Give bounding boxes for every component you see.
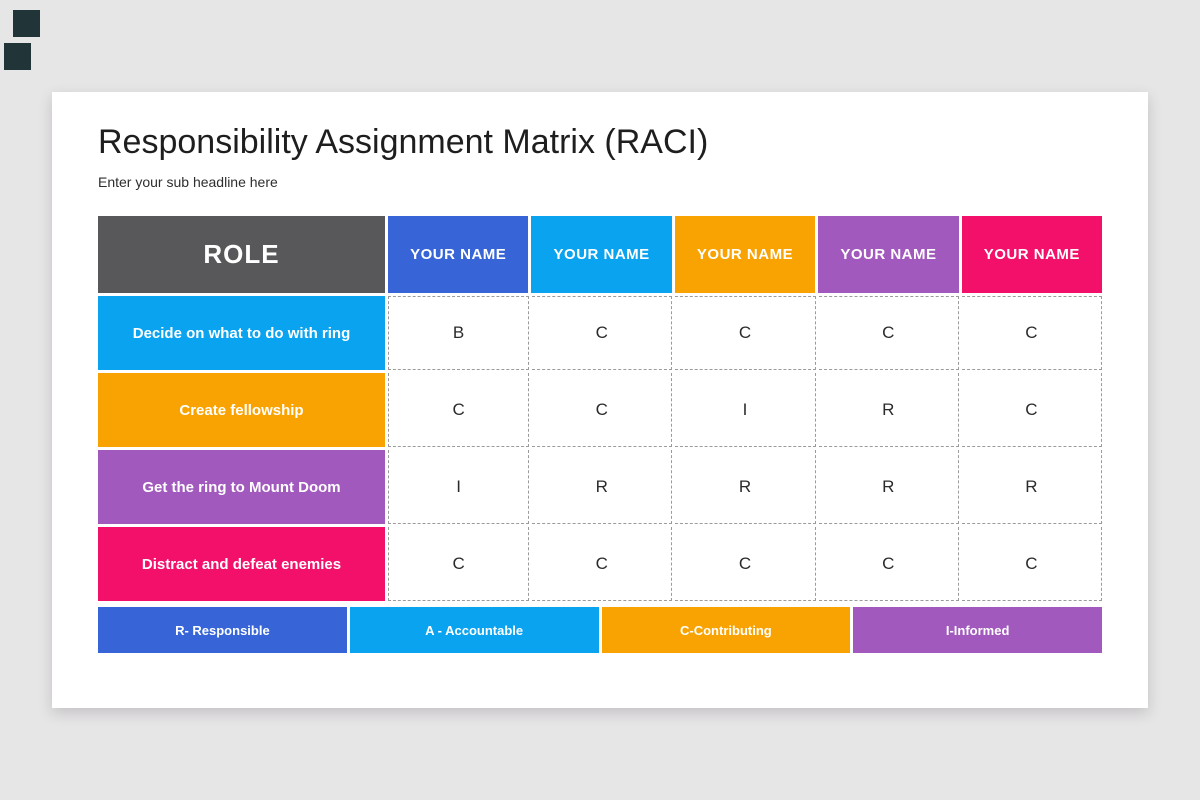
matrix-cell: C bbox=[532, 296, 673, 370]
legend-item: A - Accountable bbox=[349, 607, 599, 653]
matrix-cell: C bbox=[532, 527, 673, 601]
legend-item: R- Responsible bbox=[98, 607, 347, 653]
matrix-cell: C bbox=[961, 373, 1103, 447]
matrix-cell: R bbox=[675, 450, 816, 524]
slide-card: Responsibility Assignment Matrix (RACI) … bbox=[52, 92, 1148, 708]
row-label-cell: Decide on what to do with ring bbox=[98, 296, 385, 370]
row-label-cell: Get the ring to Mount Doom bbox=[98, 450, 385, 524]
legend-row: R- Responsible A - Accountable C-Contrib… bbox=[98, 607, 1102, 653]
matrix-row: Distract and defeat enemies C C C C C bbox=[98, 527, 1103, 601]
matrix-header-row: ROLE YOUR NAME YOUR NAME YOUR NAME YOUR … bbox=[98, 216, 1103, 293]
row-label-cell: Create fellowship bbox=[98, 373, 385, 447]
matrix-cell: R bbox=[818, 373, 959, 447]
matrix-cell: C bbox=[961, 296, 1103, 370]
legend-item: I-Informed bbox=[853, 607, 1102, 653]
legend-item: C-Contributing bbox=[601, 607, 851, 653]
matrix-cell: C bbox=[818, 296, 959, 370]
column-header-cell: YOUR NAME bbox=[818, 216, 959, 293]
matrix-cell: C bbox=[675, 296, 816, 370]
row-label-cell: Distract and defeat enemies bbox=[98, 527, 385, 601]
matrix-cell: R bbox=[961, 450, 1103, 524]
matrix-cell: C bbox=[388, 373, 530, 447]
matrix-cell: C bbox=[532, 373, 673, 447]
matrix-cell: C bbox=[388, 527, 530, 601]
matrix-cell: I bbox=[388, 450, 530, 524]
matrix-row: Get the ring to Mount Doom I R R R R bbox=[98, 450, 1103, 524]
matrix-cell: I bbox=[675, 373, 816, 447]
role-header-cell: ROLE bbox=[98, 216, 385, 293]
matrix-row: Create fellowship C C I R C bbox=[98, 373, 1103, 447]
column-header-cell: YOUR NAME bbox=[961, 216, 1103, 293]
matrix-cell: R bbox=[532, 450, 673, 524]
column-header-cell: YOUR NAME bbox=[674, 216, 816, 293]
corner-decor-square bbox=[13, 10, 40, 37]
column-header-cell: YOUR NAME bbox=[531, 216, 672, 293]
page-title: Responsibility Assignment Matrix (RACI) bbox=[98, 123, 709, 161]
column-header-cell: YOUR NAME bbox=[388, 216, 529, 293]
corner-decor-square bbox=[4, 43, 31, 70]
matrix-cell: C bbox=[675, 527, 816, 601]
matrix-cell: C bbox=[961, 527, 1103, 601]
page-subtitle: Enter your sub headline here bbox=[98, 174, 278, 190]
raci-matrix-table: ROLE YOUR NAME YOUR NAME YOUR NAME YOUR … bbox=[98, 216, 1103, 653]
matrix-cell: C bbox=[818, 527, 959, 601]
matrix-cell: R bbox=[818, 450, 959, 524]
matrix-cell: B bbox=[388, 296, 530, 370]
matrix-row: Decide on what to do with ring B C C C C bbox=[98, 296, 1103, 370]
